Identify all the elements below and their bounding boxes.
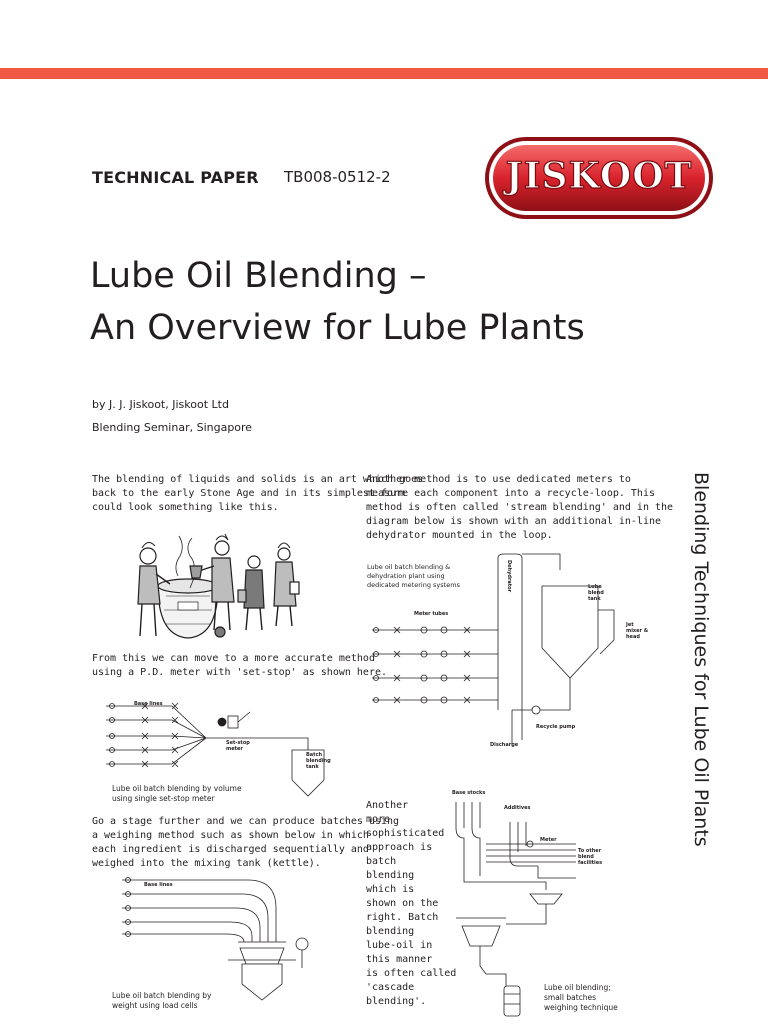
left-paragraph-3: Go a stage further and we can produce ba… bbox=[92, 816, 400, 869]
stream-label-discharge: Discharge bbox=[490, 742, 519, 748]
cascade-label-additives: Additives bbox=[504, 805, 531, 811]
cascade-label-meter: Meter bbox=[540, 837, 557, 843]
stream-label-tank: Lube blend tank bbox=[588, 584, 604, 602]
weighing-blending-diagram bbox=[122, 877, 309, 1001]
volume-label-base-lines: Base lines bbox=[134, 701, 163, 707]
side-title: Blending Techniques for Lube Oil Plants bbox=[672, 472, 712, 942]
byline: by J. J. Jiskoot, Jiskoot Ltd Blending S… bbox=[92, 393, 252, 439]
volume-label-batch-tank: Batch blending tank bbox=[306, 752, 331, 770]
header-accent-bar bbox=[0, 68, 768, 79]
paper-number: TB008-0512-2 bbox=[284, 168, 391, 186]
stream-label-jet-mixer: Jet mixer & head bbox=[626, 622, 649, 640]
cascade-figure-caption: Lube oil blending; small batches weighin… bbox=[544, 983, 618, 1012]
weight-figure-caption: Lube oil batch blending by weight using … bbox=[112, 991, 212, 1010]
paper-type-label: TECHNICAL PAPER bbox=[92, 168, 259, 187]
svg-text:JISKOOT: JISKOOT bbox=[503, 155, 693, 197]
cascade-blending-diagram bbox=[455, 802, 576, 1017]
volume-label-set-stop-meter: Set-stop meter bbox=[226, 740, 250, 752]
weight-label-base-lines: Base lines bbox=[144, 882, 173, 888]
byline-event: Blending Seminar, Singapore bbox=[92, 421, 253, 434]
right-paragraph-1: Another method is to use dedicated meter… bbox=[366, 474, 674, 541]
stream-label-dehydrator: Dehydrator bbox=[506, 560, 512, 593]
title-line-1: Lube Oil Blending – bbox=[90, 256, 427, 296]
stream-blending-diagram bbox=[372, 553, 615, 746]
volume-figure-caption: Lube oil batch blending by volume using … bbox=[112, 784, 242, 803]
right-paragraph-2: Another more sophisticated approach is b… bbox=[366, 800, 457, 1007]
side-title-text: Blending Techniques for Lube Oil Plants bbox=[690, 472, 712, 847]
cascade-label-base-stocks: Base stocks bbox=[452, 790, 486, 796]
volume-blending-diagram bbox=[106, 702, 325, 797]
stone-age-blending-illustration bbox=[137, 533, 300, 639]
byline-author: by J. J. Jiskoot, Jiskoot Ltd bbox=[92, 398, 229, 411]
stream-label-meter-tubes: Meter tubes bbox=[414, 611, 449, 617]
stream-label-recycle-pump: Recycle pump bbox=[536, 724, 576, 730]
stream-figure-caption: Lube oil batch blending & dehydration pl… bbox=[367, 563, 460, 589]
title-line-2: An Overview for Lube Plants bbox=[90, 308, 585, 348]
left-paragraph-2: From this we can move to a more accurate… bbox=[92, 653, 388, 678]
cascade-label-other-facilities: To other blend facilities bbox=[578, 848, 603, 866]
left-paragraph-1: The blending of liquids and solids is an… bbox=[92, 474, 424, 513]
document-title: Lube Oil Blending – An Overview for Lube… bbox=[90, 250, 585, 354]
jiskoot-logo: JISKOOT bbox=[485, 137, 713, 219]
